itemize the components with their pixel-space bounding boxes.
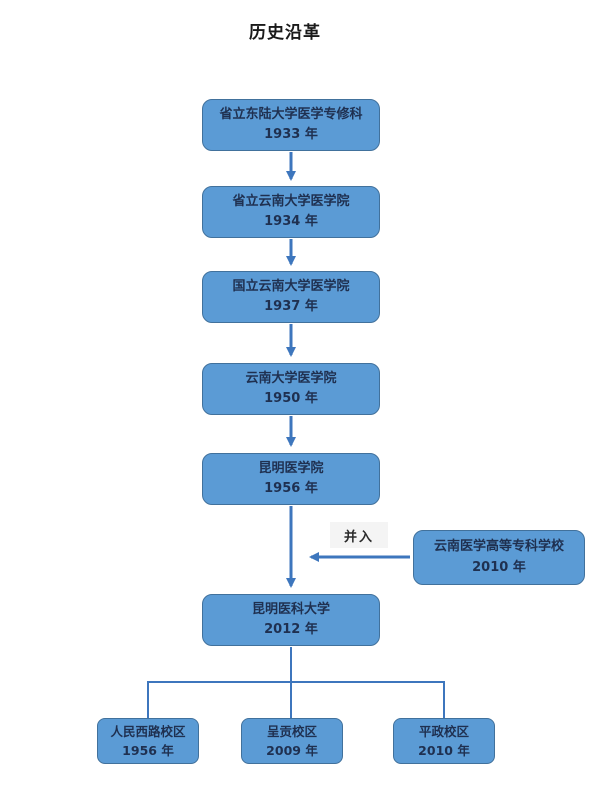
node-campus-renminxilu: 人民西路校区 1956 年 (97, 718, 199, 764)
node-donglu-1933: 省立东陆大学医学专修科 1933 年 (202, 99, 380, 151)
node-national-yunnan-1937: 国立云南大学医学院 1937 年 (202, 271, 380, 323)
node-yunnan-medical-1950: 云南大学医学院 1950 年 (202, 363, 380, 415)
node-year: 1956 年 (264, 481, 318, 496)
node-name: 昆明医科大学 (251, 601, 330, 617)
node-year: 2012 年 (264, 622, 318, 637)
node-year: 2010 年 (418, 743, 470, 758)
node-year: 1950 年 (264, 391, 318, 406)
page-title: 历史沿革 (249, 23, 321, 43)
node-year: 2010 年 (472, 559, 526, 575)
node-campus-pingzheng: 平政校区 2010 年 (393, 718, 495, 764)
node-kunming-medical-university-2012: 昆明医科大学 2012 年 (202, 594, 380, 646)
node-name: 昆明医学院 (258, 460, 324, 476)
node-merge-source-college-2010: 云南医学高等专科学校 2010 年 (413, 530, 585, 585)
node-name: 省立东陆大学医学专修科 (219, 106, 363, 122)
node-name: 国立云南大学医学院 (232, 278, 350, 294)
node-campus-chenggong: 呈贡校区 2009 年 (241, 718, 343, 764)
node-name: 省立云南大学医学院 (232, 193, 350, 209)
node-year: 1933 年 (264, 127, 318, 142)
node-name: 人民西路校区 (110, 723, 186, 739)
node-year: 1937 年 (264, 299, 318, 314)
node-name: 平政校区 (418, 723, 469, 739)
node-name: 呈贡校区 (266, 723, 317, 739)
node-year: 2009 年 (266, 743, 318, 758)
node-name: 云南医学高等专科学校 (433, 539, 564, 555)
node-year: 1934 年 (264, 214, 318, 229)
node-name: 云南大学医学院 (245, 370, 337, 386)
node-kunming-medical-college-1956: 昆明医学院 1956 年 (202, 453, 380, 505)
node-year: 1956 年 (122, 743, 174, 758)
merge-label: 并入 (330, 522, 388, 548)
node-provincial-yunnan-1934: 省立云南大学医学院 1934 年 (202, 186, 380, 238)
